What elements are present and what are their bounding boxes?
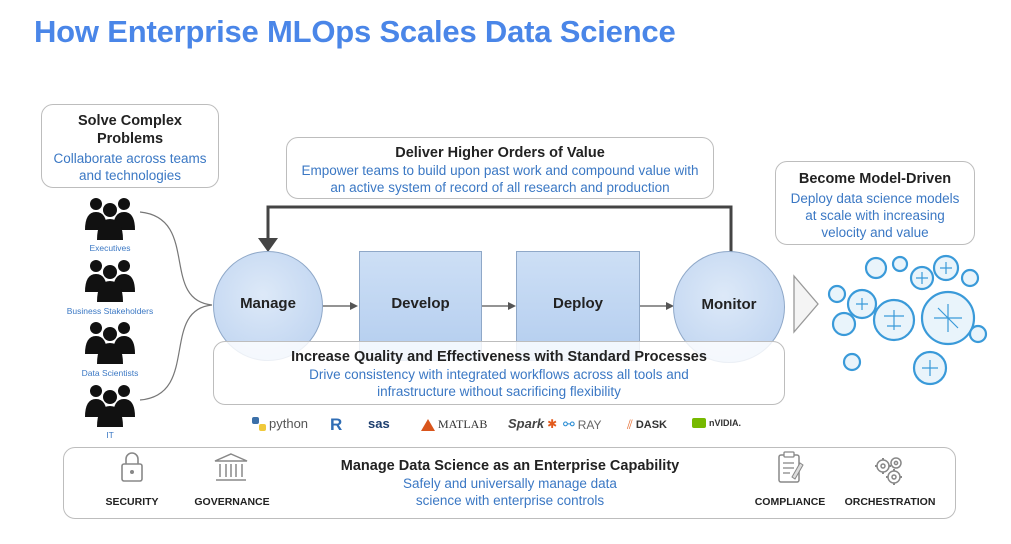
logo-ray-label: RAY <box>577 417 602 432</box>
solve-body: Collaborate across teams and technologie… <box>53 151 207 183</box>
capability-governance: GOVERNANCE <box>194 496 270 508</box>
enterprise-box: Manage Data Science as an Enterprise Cap… <box>63 447 956 519</box>
capability-compliance: COMPLIANCE <box>754 496 826 508</box>
model-network-icon <box>827 254 988 386</box>
chevron-right-icon <box>793 274 819 334</box>
logo-dask: ⫽ DASK <box>627 417 667 433</box>
logo-matlab: MATLAB <box>421 417 487 432</box>
logo-ray: ⚯ RAY <box>563 416 602 433</box>
deliver-body: Empower teams to build upon past work an… <box>301 163 699 195</box>
people-group-icon <box>80 258 140 304</box>
logo-python-label: python <box>269 416 309 431</box>
people-group-icon <box>80 383 140 429</box>
logo-dask-label: DASK <box>635 419 667 431</box>
role-data-scientists: Data Scientists <box>81 368 139 378</box>
role-business-stakeholders: Business Stakeholders <box>66 306 154 316</box>
stage-manage-label: Manage <box>240 294 296 312</box>
logo-r-label: R <box>330 415 343 434</box>
gears-icon <box>875 457 902 485</box>
role-it: IT <box>106 430 114 440</box>
matlab-icon <box>421 418 435 431</box>
deliver-heading: Deliver Higher Orders of Value <box>395 145 605 161</box>
spark-star-icon: ✱ <box>547 416 558 431</box>
feedback-loop-line <box>266 205 733 252</box>
people-group-icon <box>80 320 140 366</box>
quality-box: Increase Quality and Effectiveness with … <box>213 341 785 405</box>
page-title: How Enterprise MLOps Scales Data Science <box>34 14 676 49</box>
capability-security: SECURITY <box>105 496 159 508</box>
quality-body: Drive consistency with integrated workfl… <box>309 367 689 399</box>
clipboard-check-icon <box>778 451 804 483</box>
model-driven-heading: Become Model-Driven <box>798 171 952 187</box>
logo-nvidia-label: nVIDIA. <box>709 418 742 428</box>
logo-python: python <box>252 416 308 431</box>
dask-icon: ⫽ <box>627 417 633 432</box>
logo-spark: Spark ✱ <box>508 416 557 431</box>
people-group-icon <box>80 196 140 242</box>
stage-deploy-label: Deploy <box>552 294 603 312</box>
model-driven-body: Deploy data science models at scale with… <box>790 191 960 240</box>
python-icon <box>252 416 266 431</box>
logo-r: R <box>330 415 342 435</box>
capability-orchestration: ORCHESTRATION <box>844 496 936 508</box>
nvidia-icon <box>692 418 706 428</box>
model-driven-box: Become Model-Driven Deploy data science … <box>775 161 975 245</box>
enterprise-heading: Manage Data Science as an Enterprise Cap… <box>340 458 680 474</box>
roles-brace <box>139 211 213 401</box>
feedback-arrow-head <box>258 238 278 252</box>
logo-sas-label: sas <box>368 416 390 431</box>
quality-heading: Increase Quality and Effectiveness with … <box>291 349 707 365</box>
deliver-value-box: Deliver Higher Orders of Value Empower t… <box>286 137 714 199</box>
logo-nvidia: nVIDIA. <box>692 418 741 428</box>
logo-matlab-label: MATLAB <box>438 417 488 431</box>
enterprise-body: Safely and universally manage data scien… <box>403 476 617 508</box>
solve-problems-box: Solve Complex Problems Collaborate acros… <box>41 104 219 188</box>
lock-icon <box>121 452 143 482</box>
role-executives: Executives <box>89 243 131 253</box>
ray-icon: ⚯ <box>563 416 575 432</box>
logo-sas: sas <box>368 416 390 431</box>
solve-heading: Solve Complex Problems <box>78 113 182 147</box>
government-building-icon <box>214 453 248 481</box>
logo-spark-label: Spark <box>508 416 545 431</box>
enterprise-text: Manage Data Science as an Enterprise Cap… <box>294 457 726 509</box>
stage-develop-label: Develop <box>391 294 450 312</box>
stage-monitor-label: Monitor <box>701 295 757 313</box>
